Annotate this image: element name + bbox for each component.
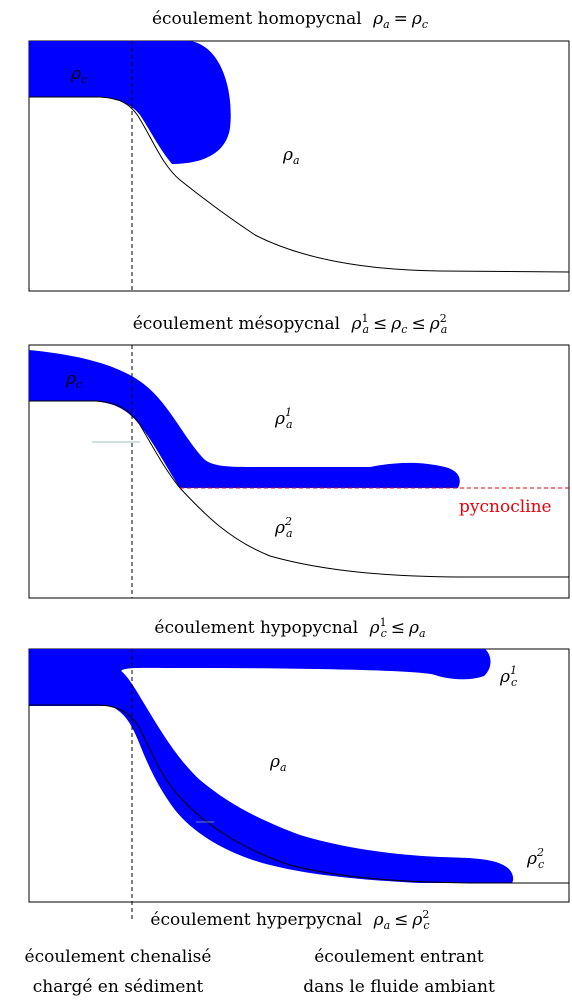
caption-homopycnal-text: écoulement homopycnal	[152, 9, 362, 29]
seabed-profile	[29, 704, 569, 884]
bottom-plume	[29, 670, 514, 883]
seabed-profile	[29, 96, 570, 273]
pycnocline-label: pycnocline	[459, 497, 552, 517]
panel-frame	[28, 344, 570, 599]
rho-a-label: ρa	[269, 752, 287, 774]
caption-hypopycnal-text: écoulement hypopycnal	[154, 618, 358, 638]
caption-hyperpycnal-text: écoulement hyperpycnal	[150, 910, 362, 930]
panel-homopycnal: ρc ρa	[28, 40, 570, 292]
seabed-profile	[29, 400, 569, 578]
bottom-legend: écoulement chenalisé chargé en sédiment …	[25, 947, 495, 997]
flow-body	[29, 41, 231, 164]
caption-mesopycnal-text: écoulement mésopycnal	[133, 314, 340, 334]
svg-text:écoulement hyperpycnal ρ: écoulement hyperpycnal ρa≤ρ2c	[150, 908, 429, 932]
entering-flow-label-line1: écoulement entrant	[314, 947, 484, 967]
svg-text:écoulement mésopycnal ρ1: écoulement mésopycnal ρ1a≤ρc≤ρ2a	[133, 312, 448, 336]
channel-flow-label-line1: écoulement chenalisé	[25, 947, 212, 967]
entering-flow-label-line2: dans le fluide ambiant	[303, 977, 495, 997]
panel-frame	[28, 40, 570, 292]
caption-homopycnal: écoulement homopycnal ρa=ρc	[152, 9, 428, 31]
svg-text:écoulement homopycnal ρa: écoulement homopycnal ρa=ρc	[152, 9, 428, 31]
rho-a-label: ρa	[282, 145, 300, 167]
surface-plume	[29, 649, 491, 705]
svg-text:écoulement hypopycnal ρ1: écoulement hypopycnal ρ1c≤ρa	[154, 616, 425, 640]
channel-flow-label-line2: chargé en sédiment	[33, 977, 204, 997]
flow-body	[29, 350, 460, 488]
